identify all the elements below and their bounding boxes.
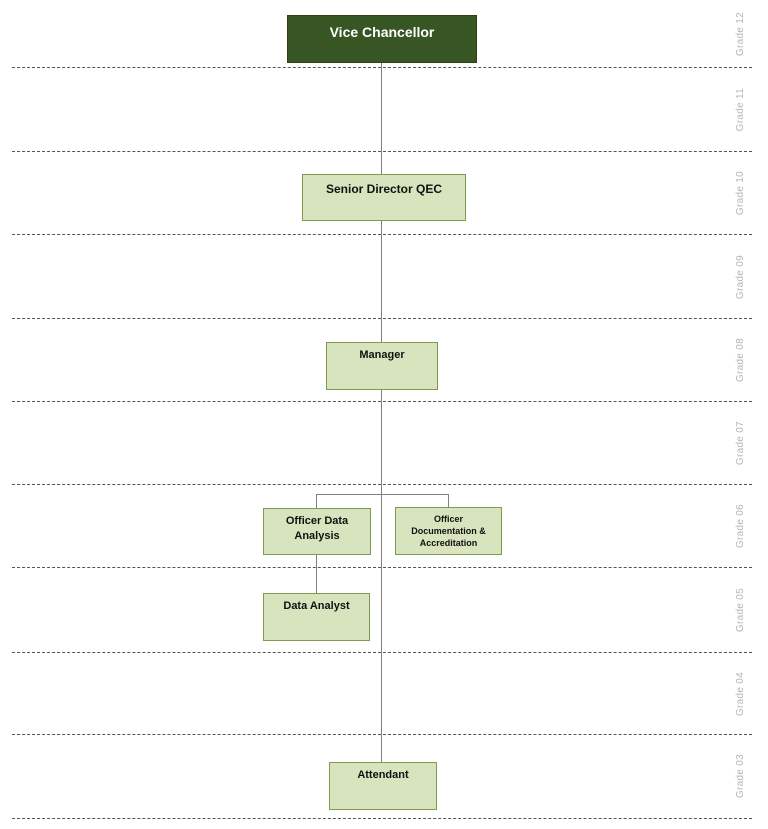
node-label: Officer Documentation & Accreditation — [411, 514, 486, 549]
node-manager: Manager — [326, 342, 438, 390]
grade-divider — [12, 818, 752, 819]
grade-divider — [12, 484, 752, 485]
node-senior-director-qec: Senior Director QEC — [302, 174, 466, 221]
node-label: Attendant — [357, 769, 409, 781]
grade-label-11: Grade 11 — [734, 88, 746, 132]
node-officer-documentation-accreditation: Officer Documentation & Accreditation — [395, 507, 502, 555]
node-label: Officer Data Analysis — [285, 515, 349, 542]
connector-data-analyst — [316, 555, 317, 594]
node-data-analyst: Data Analyst — [263, 593, 370, 641]
node-attendant: Attendant — [329, 762, 437, 810]
connector-main-trunk — [381, 62, 382, 762]
grade-label-03: Grade 03 — [734, 753, 746, 799]
node-label: Vice Chancellor — [329, 24, 435, 40]
node-vice-chancellor: Vice Chancellor — [287, 15, 477, 63]
grade-label-06: Grade 06 — [734, 503, 746, 549]
grade-divider — [12, 652, 752, 653]
node-label: Data Analyst — [283, 600, 350, 612]
grade-divider — [12, 151, 752, 152]
grade-divider — [12, 401, 752, 402]
grade-divider — [12, 234, 752, 235]
grade-divider — [12, 318, 752, 319]
grade-label-05: Grade 05 — [734, 587, 746, 633]
grade-label-12: Grade 12 — [734, 11, 746, 57]
grade-divider — [12, 734, 752, 735]
connector-officer-branch — [316, 494, 448, 495]
connector-officer-data-analysis — [316, 494, 317, 508]
node-officer-data-analysis: Officer Data Analysis — [263, 508, 371, 555]
node-label: Manager — [359, 349, 405, 361]
connector-officer-documentation — [448, 494, 449, 508]
grade-divider — [12, 67, 752, 68]
node-label: Senior Director QEC — [325, 182, 443, 196]
grade-divider — [12, 567, 752, 568]
grade-label-10: Grade 10 — [734, 170, 746, 216]
grade-label-09: Grade 09 — [734, 254, 746, 300]
grade-label-04: Grade 04 — [734, 671, 746, 717]
grade-label-07: Grade 07 — [734, 420, 746, 466]
grade-label-08: Grade 08 — [734, 337, 746, 383]
